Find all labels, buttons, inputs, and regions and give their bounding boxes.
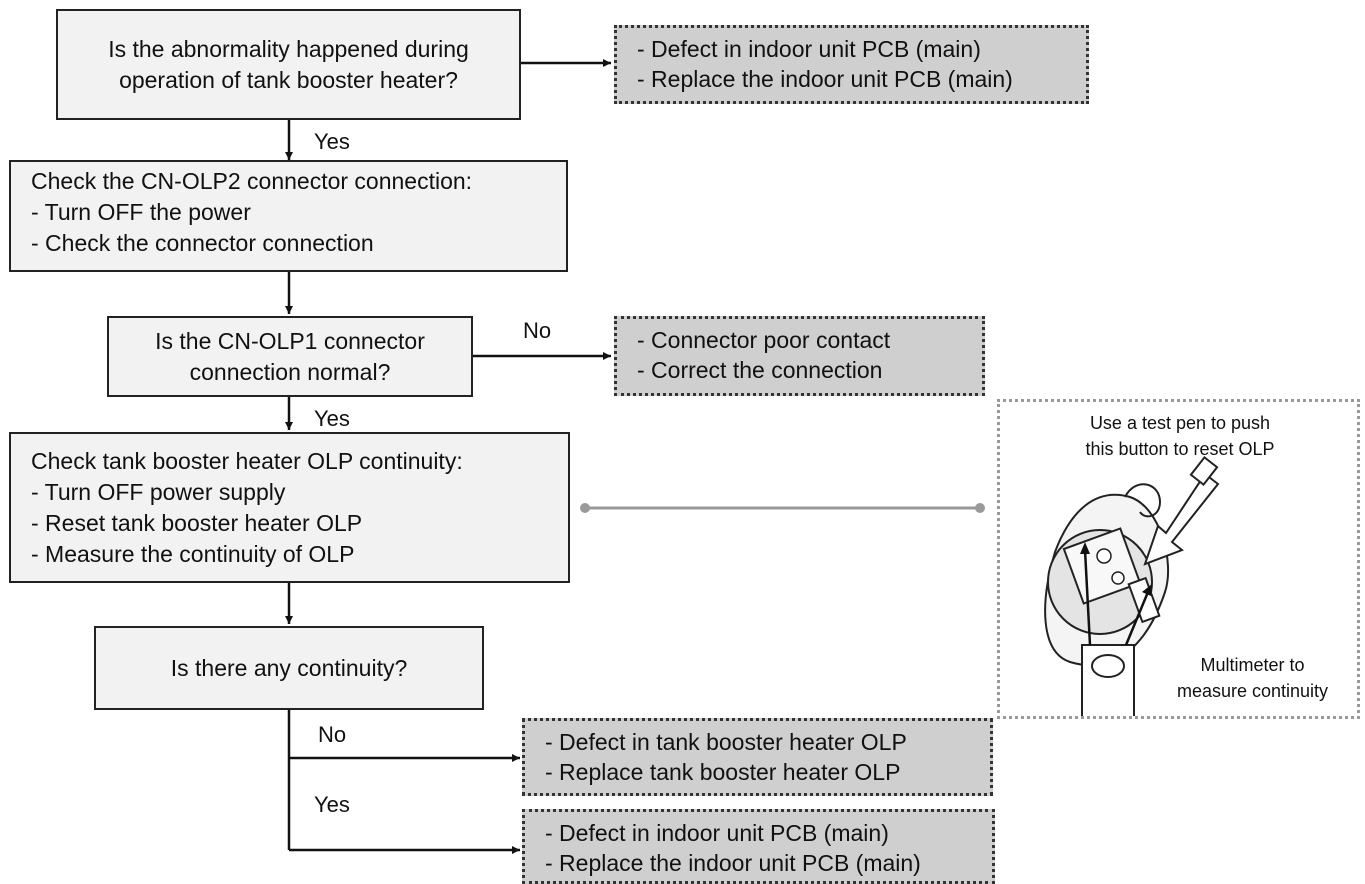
- result-olp-defect: - Defect in tank booster heater OLP - Re…: [522, 718, 993, 796]
- probe-lead-left-head: [1080, 542, 1090, 554]
- r2-line-2: - Correct the connection: [637, 357, 883, 383]
- photo-caption-bottom-line-1: Multimeter to: [1200, 655, 1305, 675]
- q1-line-2: operation of tank booster heater?: [119, 66, 458, 93]
- q2-line-2: connection normal?: [189, 358, 391, 385]
- s2-line-4: - Measure the continuity of OLP: [31, 541, 355, 567]
- photo-caption-top-line-2: this button to reset OLP: [1085, 439, 1275, 459]
- olp-illustration-panel: Use a test pen to push this button to re…: [997, 399, 1360, 719]
- photo-caption-top-line-1: Use a test pen to push: [1089, 413, 1271, 433]
- photo-caption-bottom: Multimeter to measure continuity: [1145, 652, 1360, 704]
- s1-line-3: - Check the connector connection: [31, 230, 374, 256]
- decision-cn-olp1-normal: Is the CN-OLP1 connector connection norm…: [107, 316, 473, 397]
- olp-terminal-screw: [1111, 571, 1125, 585]
- decision-any-continuity: Is there any continuity?: [94, 626, 484, 710]
- push-pointer-arrow: [1143, 472, 1220, 566]
- probe-lead-right: [1124, 591, 1150, 646]
- label-yes-2: Yes: [314, 406, 350, 431]
- q1-line-1: Is the abnormality happened during: [108, 35, 469, 62]
- multimeter-probe-window: [1091, 654, 1125, 678]
- olp-device-illustration: [1044, 456, 1220, 716]
- photo-caption-bottom-line-2: measure continuity: [1176, 681, 1329, 701]
- result-pcb-defect-bottom: - Defect in indoor unit PCB (main) - Rep…: [522, 809, 995, 884]
- probe-lead-left: [1083, 549, 1092, 646]
- s2-line-2: - Turn OFF power supply: [31, 479, 286, 505]
- q3-line-1: Is there any continuity?: [170, 654, 408, 681]
- s1-line-2: - Turn OFF the power: [31, 199, 251, 225]
- result-connector-poor-contact: - Connector poor contact - Correct the c…: [614, 316, 985, 396]
- s1-line-1: Check the CN-OLP2 connector connection:: [31, 168, 473, 194]
- decision-abnormality-during-booster: Is the abnormality happened during opera…: [56, 9, 521, 120]
- result-pcb-defect-top: - Defect in indoor unit PCB (main) - Rep…: [614, 25, 1089, 104]
- olp-reset-button: [1096, 548, 1112, 564]
- probe-lead-right-head: [1142, 584, 1152, 596]
- olp-mounting-ear: [1124, 483, 1162, 518]
- photo-link-line: [580, 503, 985, 513]
- label-yes-1: Yes: [314, 129, 350, 154]
- s2-line-1: Check tank booster heater OLP continuity…: [31, 448, 463, 474]
- r1-line-1: - Defect in indoor unit PCB (main): [637, 36, 981, 62]
- r4-line-1: - Defect in indoor unit PCB (main): [545, 820, 889, 846]
- r4-line-2: - Replace the indoor unit PCB (main): [545, 850, 921, 876]
- step-check-olp-continuity: Check tank booster heater OLP continuity…: [9, 432, 570, 583]
- label-no-2: No: [318, 722, 347, 747]
- q2-line-1: Is the CN-OLP1 connector: [155, 327, 425, 354]
- label-no-1: No: [523, 318, 552, 343]
- r3-line-2: - Replace tank booster heater OLP: [545, 759, 901, 785]
- test-pen-tip: [1189, 456, 1219, 486]
- r3-line-1: - Defect in tank booster heater OLP: [545, 729, 907, 755]
- r1-line-2: - Replace the indoor unit PCB (main): [637, 66, 1013, 92]
- photo-caption-top: Use a test pen to push this button to re…: [1030, 410, 1330, 462]
- r2-line-1: - Connector poor contact: [637, 327, 891, 353]
- label-yes-3: Yes: [314, 792, 350, 817]
- s2-line-3: - Reset tank booster heater OLP: [31, 510, 363, 536]
- step-check-cn-olp2: Check the CN-OLP2 connector connection: …: [9, 160, 568, 272]
